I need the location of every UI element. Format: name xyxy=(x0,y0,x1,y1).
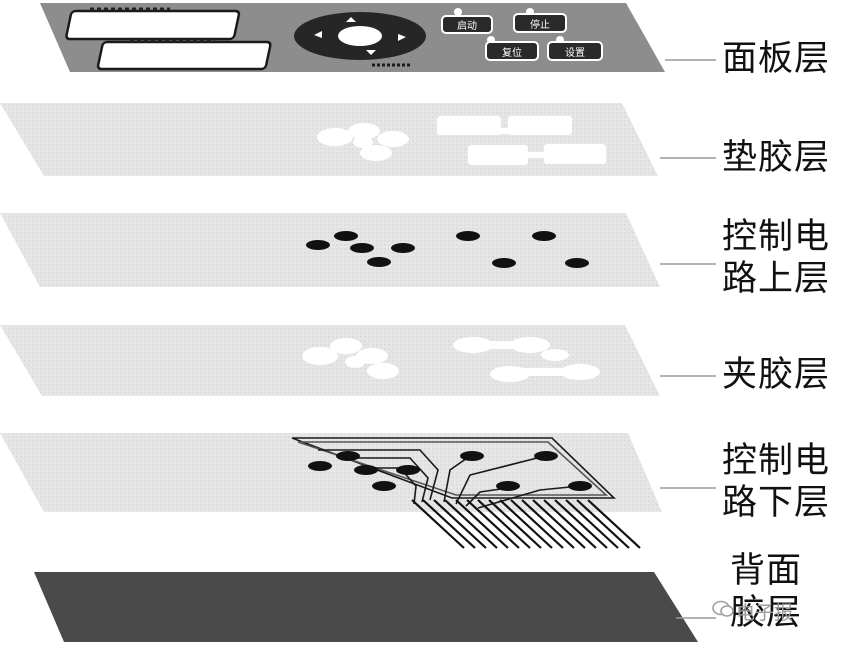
arrow-right-icon xyxy=(398,34,406,41)
label-upper-circuit-line-1: 控制电 xyxy=(722,217,831,257)
panel-button-reset-label: 复位 xyxy=(502,46,522,59)
label-spacer-layer: 垫胶层 xyxy=(722,137,830,179)
back-adhesive-layer xyxy=(34,572,698,642)
label-lower-circuit-line-1: 控制电 xyxy=(722,441,831,481)
label-back-adhesive-layer: 背面 胶层 xyxy=(730,550,802,634)
tail-lead xyxy=(543,499,597,549)
tail-lead xyxy=(444,499,498,549)
panel-button-set: 设置 xyxy=(547,36,603,61)
label-lower-circuit-layer: 控制电 路下层 xyxy=(722,440,830,524)
panel-button-start: 启动 xyxy=(441,8,493,34)
tail-lead xyxy=(499,499,553,549)
interlayer-adhesive-layer xyxy=(0,325,660,396)
back-adhesive-sheet xyxy=(34,572,698,642)
wechat-icon xyxy=(712,600,734,617)
tail-lead xyxy=(411,499,465,549)
upper-circuit-sheet xyxy=(0,213,660,287)
upper-contact-pads xyxy=(306,231,589,268)
lower-circuit-layer xyxy=(0,433,662,549)
tail-lead xyxy=(422,499,476,549)
panel-button-reset: 复位 xyxy=(485,36,539,61)
tail-lead xyxy=(433,499,487,549)
interlayer-button-cutouts xyxy=(453,337,600,382)
tail-lead xyxy=(477,499,531,549)
label-panel-layer-line-1: 面板层 xyxy=(722,39,831,79)
leader-lines xyxy=(660,59,716,619)
tail-lead xyxy=(455,499,509,549)
tail-lead xyxy=(466,499,520,549)
label-spacer-layer-line-1: 垫胶层 xyxy=(722,138,831,178)
arrow-left-icon xyxy=(314,31,322,38)
tail-lead xyxy=(554,499,608,549)
display-window-top xyxy=(65,9,241,41)
arrow-down-icon xyxy=(366,50,376,55)
lower-circuit-sheet xyxy=(0,433,662,512)
circuit-traces xyxy=(291,437,616,509)
label-back-adhesive-line-1: 背面 xyxy=(730,551,803,591)
panel-button-stop-label: 停止 xyxy=(530,18,550,31)
interlayer-clover-cutout xyxy=(302,338,399,379)
tail-lead xyxy=(521,499,575,549)
connector-tail-leads xyxy=(411,499,641,549)
tail-lead xyxy=(510,499,564,549)
label-interlayer-layer: 夹胶层 xyxy=(722,354,830,396)
watermark-text: 电子报 xyxy=(736,602,794,624)
spacer-layer xyxy=(0,103,658,176)
spacer-button-cutouts xyxy=(437,116,606,165)
panel-button-stop: 停止 xyxy=(513,8,567,33)
upper-circuit-layer xyxy=(0,213,660,287)
panel-button-set-label: 设置 xyxy=(565,47,585,59)
label-upper-circuit-line-2: 路上层 xyxy=(722,259,831,299)
tail-lead xyxy=(565,499,619,549)
panel-layer: 启动 停止 复位 设置 xyxy=(40,3,665,72)
lower-contact-pads xyxy=(308,451,592,491)
display-window-bottom xyxy=(96,40,272,71)
navigation-center-key xyxy=(338,26,382,46)
tail-lead xyxy=(488,499,542,549)
label-lower-circuit-line-2: 路下层 xyxy=(722,483,831,523)
arrow-up-icon xyxy=(346,17,356,22)
panel-button-start-label: 启动 xyxy=(457,19,477,32)
label-interlayer-line-1: 夹胶层 xyxy=(722,355,831,395)
tail-lead xyxy=(587,499,641,549)
label-upper-circuit-layer: 控制电 路上层 xyxy=(722,216,830,300)
label-panel-layer: 面板层 xyxy=(722,38,830,80)
tail-lead xyxy=(576,499,630,549)
spacer-clover-cutout xyxy=(317,123,409,161)
tail-lead xyxy=(532,499,586,549)
label-back-adhesive-line-2: 胶层 xyxy=(730,593,803,633)
